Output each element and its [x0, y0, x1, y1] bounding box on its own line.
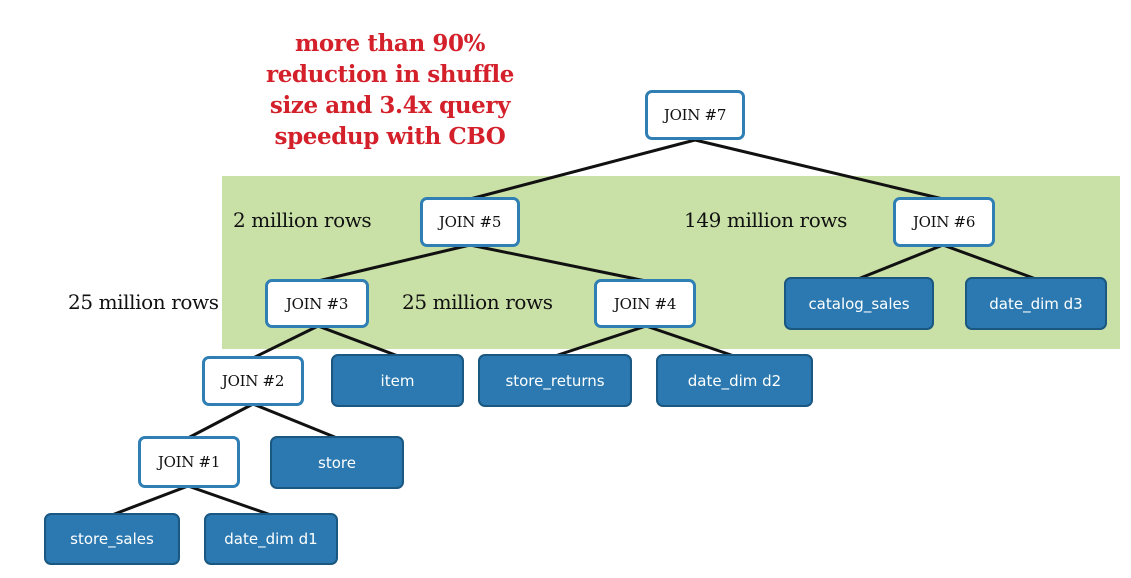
annotation-line-1: more than 90% [294, 30, 486, 57]
annotation-line-4: speedup with CBO [274, 123, 506, 150]
join-6-node: JOIN #6 [893, 197, 995, 247]
edge-join4-date-dim-d2 [645, 324, 735, 358]
annotation-line-2: reduction in shuffle [265, 61, 514, 88]
edge-join6-catalog-sales [857, 243, 944, 281]
join-1-node: JOIN #1 [138, 436, 240, 488]
edge-join4-store-returns [554, 324, 647, 358]
edge-join5-join4 [469, 243, 647, 283]
edge-join3-join2 [252, 324, 319, 360]
date-dim-d3-table: date_dim d3 [965, 277, 1107, 330]
join-2-node: JOIN #2 [202, 356, 304, 406]
edge-join6-date-dim-d3 [942, 243, 1037, 281]
row-label-join5: 2 million rows [233, 208, 372, 232]
join-7-node: JOIN #7 [645, 90, 745, 140]
store-returns-table: store_returns [478, 354, 632, 407]
edge-join5-join3 [317, 243, 471, 283]
store-table: store [270, 436, 404, 489]
edge-join2-join1 [187, 402, 254, 440]
store-sales-table: store_sales [44, 513, 180, 565]
row-label-join4: 25 million rows [402, 290, 553, 314]
edge-join2-store [252, 402, 338, 440]
item-table: item [331, 354, 464, 407]
annotation-line-3: size and 3.4x query [269, 92, 511, 119]
date-dim-d2-table: date_dim d2 [656, 354, 813, 407]
edge-join1-date-dim-d1 [187, 484, 272, 517]
date-dim-d1-table: date_dim d1 [204, 513, 338, 565]
edge-join7-join6 [694, 138, 944, 201]
cbo-annotation: more than 90% reduction in shuffle size … [245, 28, 535, 152]
edge-join3-item [317, 324, 399, 358]
join-5-node: JOIN #5 [420, 197, 520, 247]
row-label-join6: 149 million rows [684, 208, 847, 232]
row-label-join3: 25 million rows [68, 290, 219, 314]
edge-join7-join5 [469, 138, 696, 201]
join-3-node: JOIN #3 [265, 279, 369, 328]
catalog-sales-table: catalog_sales [784, 277, 934, 330]
edge-join1-store-sales [111, 484, 189, 517]
join-4-node: JOIN #4 [594, 279, 696, 328]
